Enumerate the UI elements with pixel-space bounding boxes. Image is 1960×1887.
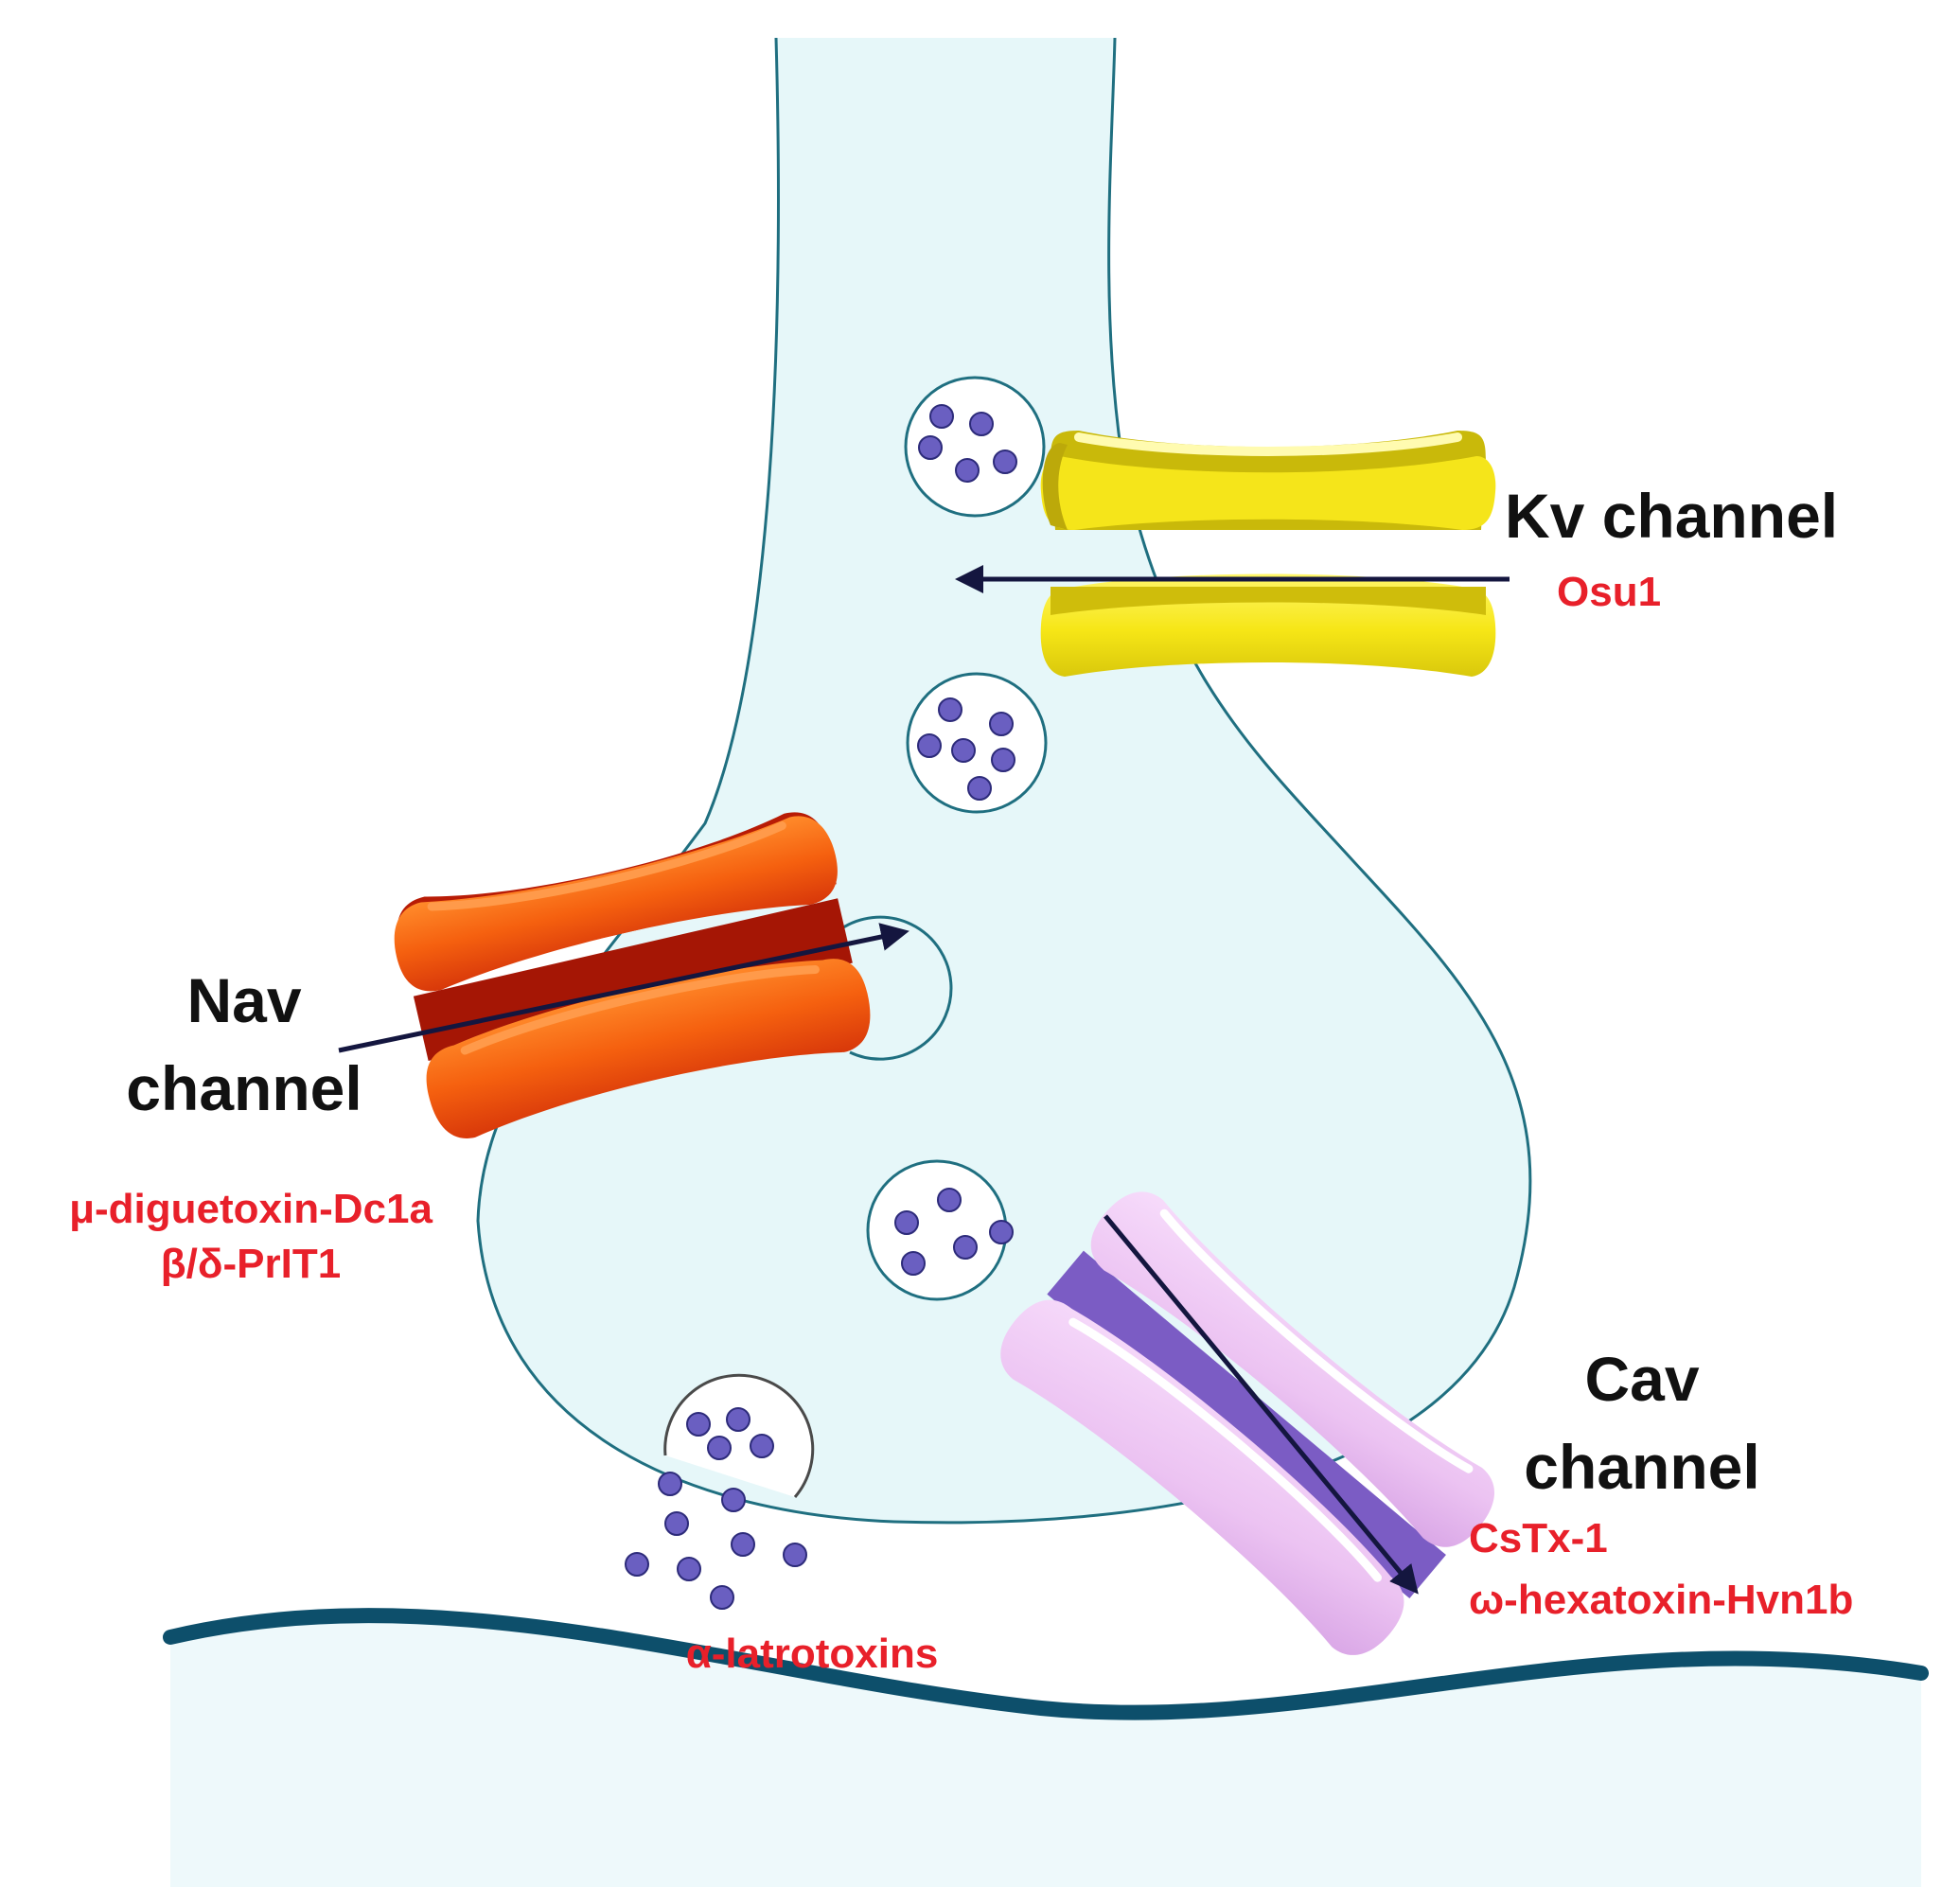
postsynaptic-membrane — [163, 1608, 1929, 1720]
synaptic-vesicle — [906, 672, 1048, 814]
nav-toxin-diguetoxin: μ-diguetoxin-Dc1a — [69, 1186, 433, 1232]
nav-channel-label-line1: Nav — [186, 965, 301, 1035]
nav-channel-label-line2: channel — [126, 1053, 362, 1123]
cav-channel — [1000, 1191, 1494, 1655]
kv-channel — [1040, 431, 1496, 677]
cav-toxin-cstx1: CsTx-1 — [1469, 1515, 1608, 1561]
nav-channel — [394, 812, 871, 1138]
synaptic-vesicle — [866, 1159, 1014, 1301]
release-toxin-latrotoxins: α-latrotoxins — [686, 1631, 939, 1677]
released-neurotransmitter — [625, 1407, 807, 1610]
cav-toxin-hexatoxin: ω-hexatoxin-Hvn1b — [1469, 1577, 1853, 1623]
synaptic-vesicle — [904, 376, 1046, 518]
kv-channel-label: Kv channel — [1505, 481, 1838, 551]
cav-ion-flow-arrow — [1104, 1214, 1419, 1595]
kv-toxin-osu1: Osu1 — [1557, 569, 1661, 615]
cav-channel-label-line1: Cav — [1584, 1344, 1699, 1414]
fusing-vesicle — [663, 1373, 815, 1498]
cav-channel-label-line2: channel — [1524, 1432, 1759, 1502]
nav-ion-flow-arrow — [338, 923, 909, 1053]
nav-toxin-prit1: β/δ-PrIT1 — [161, 1241, 341, 1287]
